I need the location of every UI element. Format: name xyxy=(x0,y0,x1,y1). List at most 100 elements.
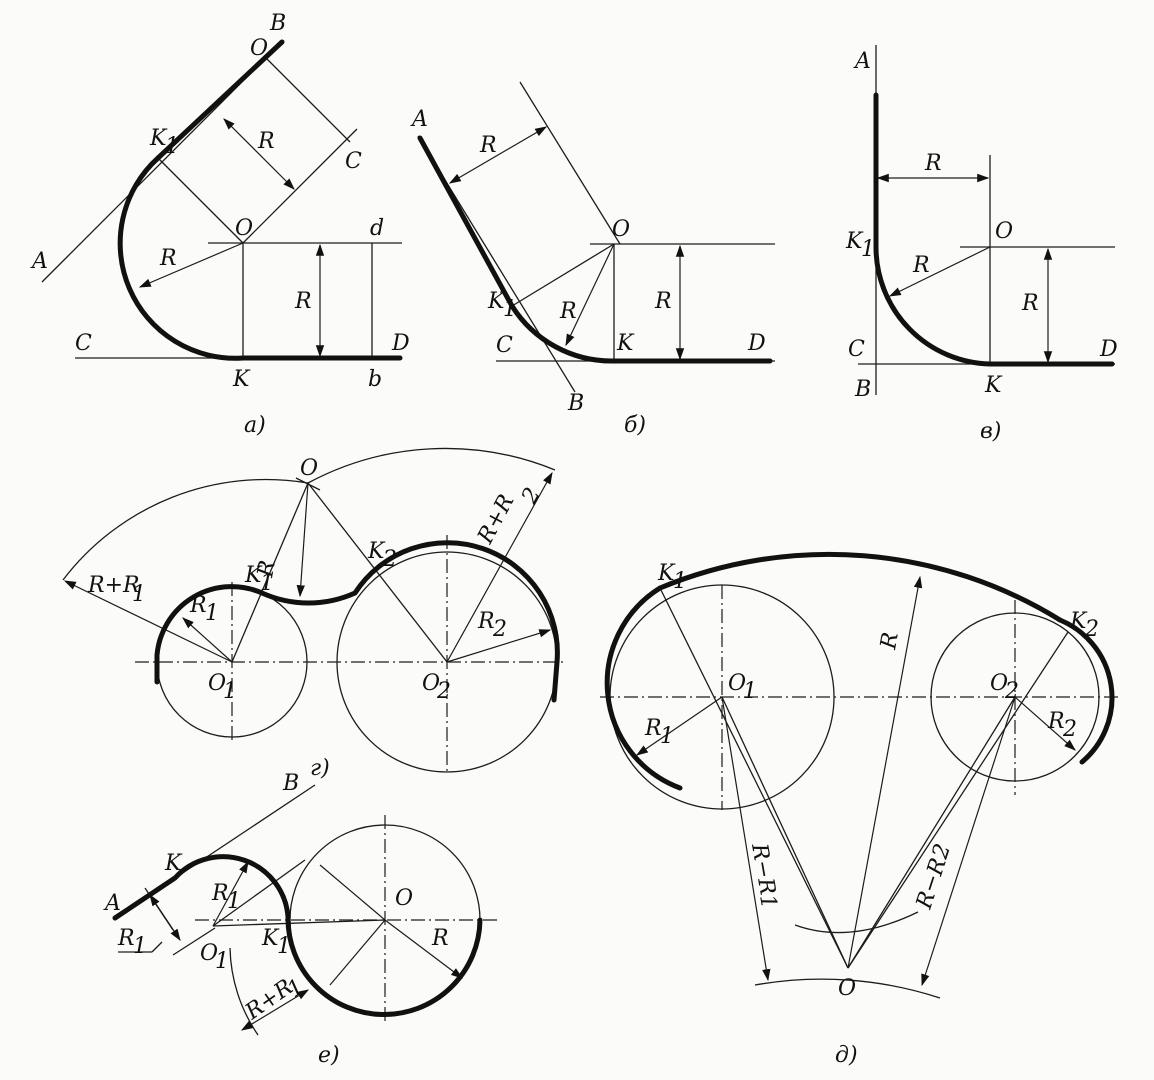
caption-g: г) xyxy=(310,756,330,781)
label-D: D xyxy=(1099,337,1118,362)
fillet-contour xyxy=(417,135,773,364)
label-K: K xyxy=(232,367,251,392)
label-R-plus-R1-sub: 1 xyxy=(132,582,146,607)
label-K1: K xyxy=(261,926,280,951)
label-R: R xyxy=(431,926,449,951)
dimension-R-slant xyxy=(448,126,548,184)
label-A: A xyxy=(410,107,428,132)
dimension-R-leader xyxy=(138,242,244,288)
line-O-K1 xyxy=(659,587,849,969)
line-O-O1 xyxy=(231,482,309,663)
label-R: R xyxy=(253,558,281,580)
radius-line-1 xyxy=(319,864,386,921)
label-K1-sub: 1 xyxy=(260,571,274,596)
label-R1-sub: 1 xyxy=(205,601,219,626)
caption-e: е) xyxy=(318,1043,340,1068)
line-O-K2 xyxy=(847,631,1069,969)
line-O1-O xyxy=(212,919,386,927)
label-K1-sub: 1 xyxy=(673,569,687,594)
parallel-line xyxy=(519,81,621,245)
label-R1-sub: 1 xyxy=(660,724,674,749)
panel-a: O B K 1 R C A O d R R C D K b а) xyxy=(30,11,410,438)
dimension-R xyxy=(296,482,309,598)
radius-O-K1 xyxy=(157,157,244,244)
panel-c: A R K 1 O R R C B K D в) xyxy=(845,45,1118,444)
label-R-slant: R xyxy=(479,133,497,158)
label-R: R xyxy=(876,630,904,652)
dimension-R-plus-R1 xyxy=(63,580,233,663)
offset-perpendicular xyxy=(264,56,351,143)
label-R-vert: R xyxy=(294,289,312,314)
label-R-horiz: R xyxy=(924,151,942,176)
label-K2-sub: 2 xyxy=(382,547,397,572)
label-R1: R xyxy=(644,716,662,741)
label-K2: K xyxy=(367,539,386,564)
label-R-vert: R xyxy=(654,289,672,314)
label-O: O xyxy=(395,886,413,911)
dimension-R1 xyxy=(636,696,723,756)
label-O1-sub: 1 xyxy=(223,679,237,704)
fillet-contour xyxy=(873,92,1115,367)
label-K1-sub: 1 xyxy=(277,934,291,959)
caption-c: в) xyxy=(980,419,1001,444)
caption-a: а) xyxy=(244,413,266,438)
label-C: C xyxy=(75,331,92,356)
panel-d: K 1 K 2 R O 1 O 2 R 1 R 2 R−R 1 R−R 2 O … xyxy=(600,551,1120,1068)
label-R-left: R xyxy=(159,246,177,271)
label-d: d xyxy=(370,216,384,241)
label-D: D xyxy=(747,331,766,356)
label-R-plus-R2: R+R xyxy=(473,491,520,549)
label-A: A xyxy=(103,891,121,916)
label-R1-dim-sub: 1 xyxy=(133,934,147,959)
label-K1-sub: 1 xyxy=(503,297,517,322)
dimension-R-arrow xyxy=(888,246,991,297)
tangent-contour xyxy=(154,540,560,703)
locus-arc-crossing xyxy=(794,911,919,934)
parallel-line-C xyxy=(242,128,358,244)
label-R2-sub: 2 xyxy=(1062,717,1077,742)
dimension-R-slant xyxy=(223,118,295,190)
label-K: K xyxy=(164,851,183,876)
circle-R2 xyxy=(930,612,1100,782)
label-R-minus-R2: R−R xyxy=(912,855,952,913)
label-B: B xyxy=(854,377,871,402)
label-K: K xyxy=(616,331,635,356)
label-O1-sub: 1 xyxy=(743,679,757,704)
label-R-minus-R2-sub: 2 xyxy=(928,841,956,863)
dimension-R2 xyxy=(1014,696,1076,751)
label-R-plus-R1: R+R xyxy=(87,573,140,598)
dimension-R1 xyxy=(182,617,233,663)
caption-d: д) xyxy=(835,1043,858,1068)
label-K1: K xyxy=(657,561,676,586)
dimension-R-minus-R1 xyxy=(721,696,771,982)
dimension-R1 xyxy=(212,860,249,927)
panel-b: A R O R R K 1 C K D B б) xyxy=(410,81,775,438)
label-R1-circ: R xyxy=(211,881,229,906)
label-O1-sub: 1 xyxy=(215,949,229,974)
label-K1: K xyxy=(487,289,506,314)
locus-arc-bottom xyxy=(754,978,941,999)
locus-arc-R-R1 xyxy=(62,478,309,581)
label-K1: K xyxy=(845,229,864,254)
locus-arc-R-R2 xyxy=(307,447,556,484)
dimension-R-plus-R2 xyxy=(446,471,553,663)
panel-e: B K A R 1 O R 1 O 1 K 1 R R+R 1 е) xyxy=(103,771,500,1068)
dimension-R-minus-R2 xyxy=(921,696,1016,987)
label-K1: K xyxy=(149,126,168,151)
label-R2-sub: 2 xyxy=(492,617,507,642)
fillet-contour xyxy=(117,39,403,361)
dimension-R1-offset xyxy=(149,894,181,941)
panel-g: O R+R 1 R+R 2 K 1 K 2 R R 1 R 2 O 1 O 2 … xyxy=(62,447,565,781)
radius-line-2 xyxy=(329,919,386,986)
label-R-minus-R1: R−R xyxy=(746,841,780,897)
dimension-R-plus-R1 xyxy=(240,989,310,1031)
radius-O-K1 xyxy=(511,243,615,307)
label-O1: O xyxy=(728,671,746,696)
label-O: O xyxy=(838,976,856,1001)
line-O-O2 xyxy=(307,482,448,663)
label-B: B xyxy=(567,391,584,416)
leader-R1-tick xyxy=(151,941,163,953)
label-O1: O xyxy=(208,671,226,696)
label-A: A xyxy=(853,49,871,74)
label-C-right: C xyxy=(345,149,362,174)
